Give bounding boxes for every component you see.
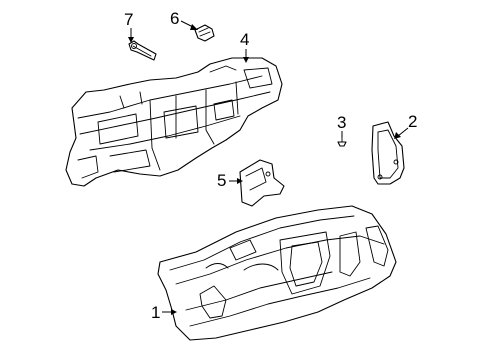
callout-6-label: 6 [170, 9, 179, 28]
callout-1-label: 1 [151, 303, 160, 322]
part-1-instrument-panel [157, 205, 397, 341]
callout-4-arrowhead [243, 57, 249, 63]
callout-4: 4 [240, 30, 249, 63]
callout-6: 6 [170, 9, 198, 30]
callout-2-arrowhead [394, 132, 401, 139]
callout-2: 2 [394, 112, 417, 139]
part-4-panel-frame [65, 57, 283, 187]
callout-7-label: 7 [124, 10, 133, 29]
callout-3: 3 [337, 113, 346, 138]
callout-2-label: 2 [408, 112, 417, 131]
callout-2-leader [397, 127, 409, 137]
part-3-fastener [337, 137, 347, 147]
callout-4-label: 4 [240, 30, 249, 49]
callout-1: 1 [151, 303, 177, 322]
callout-5: 5 [217, 171, 243, 190]
part-2-end-cap [371, 121, 405, 185]
callout-3-label: 3 [337, 113, 346, 132]
callout-5-label: 5 [217, 171, 226, 190]
part-6-bracket [194, 24, 215, 42]
callout-5-arrowhead [237, 178, 243, 184]
callout-7-arrowhead [128, 37, 134, 43]
part-7-clip [128, 40, 157, 61]
callout-6-arrowhead [190, 24, 198, 30]
part-5-bracket [239, 159, 285, 207]
callout-7: 7 [124, 10, 134, 43]
callout-1-arrowhead [171, 309, 177, 315]
